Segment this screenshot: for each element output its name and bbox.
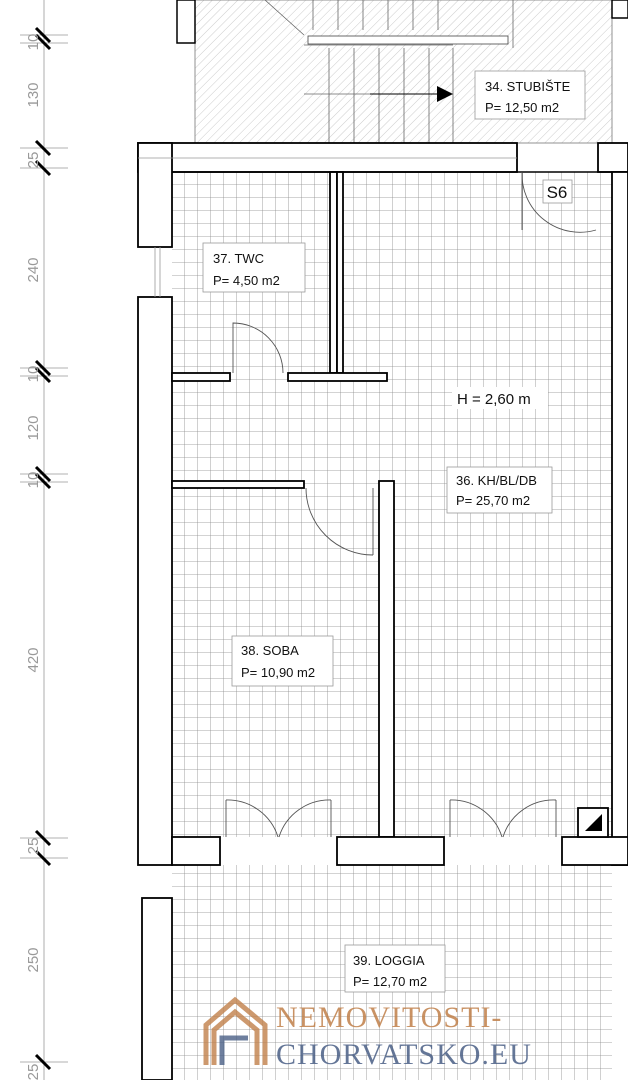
dimension-ticks — [34, 26, 52, 1071]
svg-text:37. TWC: 37. TWC — [213, 251, 264, 266]
svg-text:39. LOGGIA: 39. LOGGIA — [353, 953, 425, 968]
dim-label: 130 — [25, 82, 42, 107]
svg-text:P= 12,50 m2: P= 12,50 m2 — [485, 100, 559, 115]
dim-label: 120 — [25, 415, 42, 440]
svg-text:34. STUBIŠTE: 34. STUBIŠTE — [485, 79, 571, 94]
svg-text:CHORVATSKO.EU: CHORVATSKO.EU — [276, 1038, 532, 1071]
dim-label: 10 — [25, 366, 42, 383]
dim-label: 25 — [25, 838, 42, 855]
watermark-logo: NEMOVITOSTI- CHORVATSKO.EU — [203, 996, 532, 1071]
svg-text:NEMOVITOSTI-: NEMOVITOSTI- — [276, 1001, 502, 1034]
dim-label: 25 — [25, 152, 42, 169]
svg-text:36. KH/BL/DB: 36. KH/BL/DB — [456, 473, 537, 488]
svg-text:S6: S6 — [547, 183, 568, 202]
height-label: H = 2,60 m — [452, 387, 548, 409]
room-label-stair: 34. STUBIŠTE P= 12,50 m2 — [474, 70, 586, 120]
house-logo-icon — [203, 996, 268, 1065]
dim-label: 420 — [25, 647, 42, 672]
dim-label: 25 — [25, 1064, 42, 1080]
svg-text:P= 12,70 m2: P= 12,70 m2 — [353, 974, 427, 989]
stair-direction-arrow-icon — [437, 86, 453, 102]
dim-label: 10 — [25, 34, 42, 51]
room-label-loggia: 39. LOGGIA P= 12,70 m2 — [344, 944, 446, 993]
svg-text:P= 4,50 m2: P= 4,50 m2 — [213, 273, 280, 288]
door-tag: S6 — [542, 179, 573, 204]
room-label-twc: 37. TWC P= 4,50 m2 — [202, 242, 306, 293]
doors — [225, 171, 597, 838]
svg-text:38. SOBA: 38. SOBA — [241, 643, 299, 658]
svg-text:P= 10,90 m2: P= 10,90 m2 — [241, 665, 315, 680]
svg-text:P= 25,70 m2: P= 25,70 m2 — [456, 493, 530, 508]
shaft-icon — [585, 814, 602, 831]
dim-label: 250 — [25, 947, 42, 972]
svg-text:H = 2,60 m: H = 2,60 m — [457, 391, 531, 408]
dim-label: 10 — [25, 472, 42, 489]
room-label-living: 36. KH/BL/DB P= 25,70 m2 — [446, 466, 553, 514]
room-label-room: 38. SOBA P= 10,90 m2 — [231, 635, 334, 687]
dim-label: 240 — [25, 257, 42, 282]
